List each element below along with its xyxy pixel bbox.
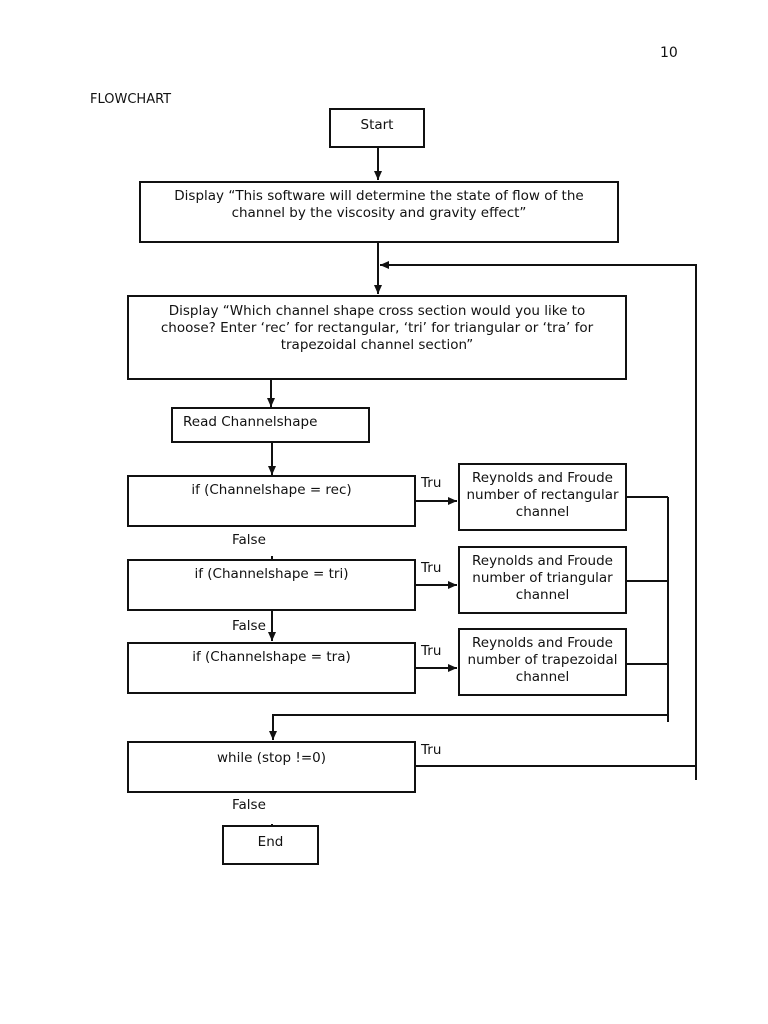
decision-tra-text: if (Channelshape = tra) — [192, 649, 351, 665]
loop-back-arrow — [380, 261, 697, 780]
false-label-while: False — [232, 797, 266, 813]
decision-tri-text: if (Channelshape = tri) — [194, 566, 349, 582]
decision-rec-text: if (Channelshape = rec) — [191, 482, 352, 498]
decision-tra-box: if (Channelshape = tra) — [127, 642, 416, 694]
false-label-rec: False — [232, 532, 266, 548]
result-tri-text: Reynolds and Froude number of triangular… — [472, 553, 613, 603]
shape-prompt-box: Display “Which channel shape cross secti… — [127, 295, 627, 380]
true-label-rec: Tru — [421, 475, 442, 491]
page-number: 10 — [660, 45, 678, 61]
decision-tri-box: if (Channelshape = tri) — [127, 559, 416, 611]
arrow-to-while — [269, 714, 668, 740]
true-label-tri: Tru — [421, 560, 442, 576]
false-label-tri: False — [232, 618, 266, 634]
read-input-box: Read Channelshape — [171, 407, 370, 443]
while-loop-box: while (stop !=0) — [127, 741, 416, 793]
intro-display-box: Display “This software will determine th… — [139, 181, 619, 243]
intro-display-text: Display “This software will determine th… — [174, 188, 584, 221]
true-label-while: Tru — [421, 742, 442, 758]
page-heading: FLOWCHART — [90, 92, 172, 107]
read-input-text: Read Channelshape — [183, 414, 318, 430]
shape-prompt-text: Display “Which channel shape cross secti… — [160, 303, 594, 353]
start-label: Start — [360, 117, 394, 133]
true-label-tra: Tru — [421, 643, 442, 659]
result-tri-box: Reynolds and Froude number of triangular… — [458, 546, 627, 614]
result-rec-box: Reynolds and Froude number of rectangula… — [458, 463, 627, 531]
while-loop-text: while (stop !=0) — [217, 750, 326, 766]
start-terminal: Start — [329, 108, 425, 148]
decision-rec-box: if (Channelshape = rec) — [127, 475, 416, 527]
result-tra-text: Reynolds and Froude number of trapezoida… — [467, 635, 618, 685]
end-terminal: End — [222, 825, 319, 865]
end-label: End — [257, 834, 284, 850]
result-rec-text: Reynolds and Froude number of rectangula… — [466, 470, 619, 520]
result-tra-box: Reynolds and Froude number of trapezoida… — [458, 628, 627, 696]
